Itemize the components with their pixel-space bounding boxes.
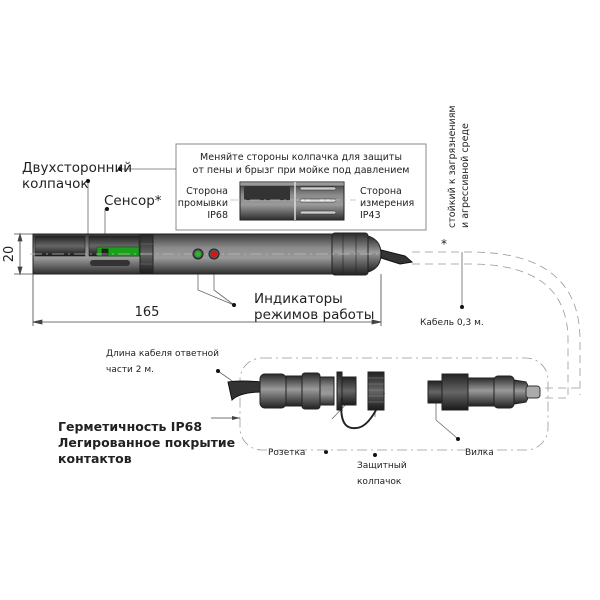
connector-group-box (239, 357, 549, 451)
label-indicators-2: режимов работы (254, 307, 374, 323)
inset-box: Меняйте стороны колпачка для защиты от п… (175, 143, 427, 231)
label-plug: Вилка (465, 448, 494, 458)
cable-dashed (412, 251, 581, 399)
probe-body (30, 232, 414, 276)
note-line-2: и агрессивной среде (460, 123, 471, 228)
led-red (211, 251, 217, 257)
inset-title-1: Меняйте стороны колпачка для защиты (200, 152, 402, 163)
note-asterisk: * (441, 237, 447, 251)
protective-cap (367, 371, 385, 411)
label-cable-long-2: части 2 м. (106, 365, 154, 375)
dim-length: 165 (135, 305, 160, 320)
inset-left-1: Сторона (186, 186, 228, 197)
feature-line-3: контактов (58, 451, 132, 466)
inset-right-1: Сторона (360, 186, 402, 197)
plug-connector (427, 373, 541, 411)
feature-line-1: Герметичность IP68 (58, 419, 202, 434)
inset-right-2: измерения (360, 198, 414, 209)
inset-left-2: промывки (178, 198, 228, 209)
label-socket: Розетка (268, 448, 305, 458)
label-double-cap-1: Двухсторонний (22, 160, 132, 176)
dimensions (14, 232, 382, 326)
feature-line-2: Легированное покрытие (58, 435, 235, 450)
label-double-cap-2: колпачок (22, 176, 89, 192)
note-line-1: стойкий к загрязнениям (447, 105, 458, 228)
label-protective-cap-1: Защитный (357, 461, 407, 471)
label-protective-cap-2: колпачок (357, 477, 402, 487)
leader-dots (86, 167, 464, 457)
label-cable-short: Кабель 0,3 м. (420, 318, 484, 328)
label-sensor: Сенсор* (104, 193, 162, 209)
inset-cap-drawing (230, 181, 356, 221)
inset-left-3: IP68 (207, 210, 228, 221)
dim-height: 20 (2, 246, 17, 263)
sensor-board (96, 246, 140, 257)
socket-connector (227, 371, 385, 430)
label-cable-long-1: Длина кабеля ответной (106, 349, 219, 359)
inset-right-3: IP43 (360, 210, 381, 221)
led-green (195, 251, 201, 257)
label-indicators-1: Индикаторы (254, 291, 343, 307)
inset-title-2: от пены и брызг при мойке под давлением (193, 165, 410, 176)
